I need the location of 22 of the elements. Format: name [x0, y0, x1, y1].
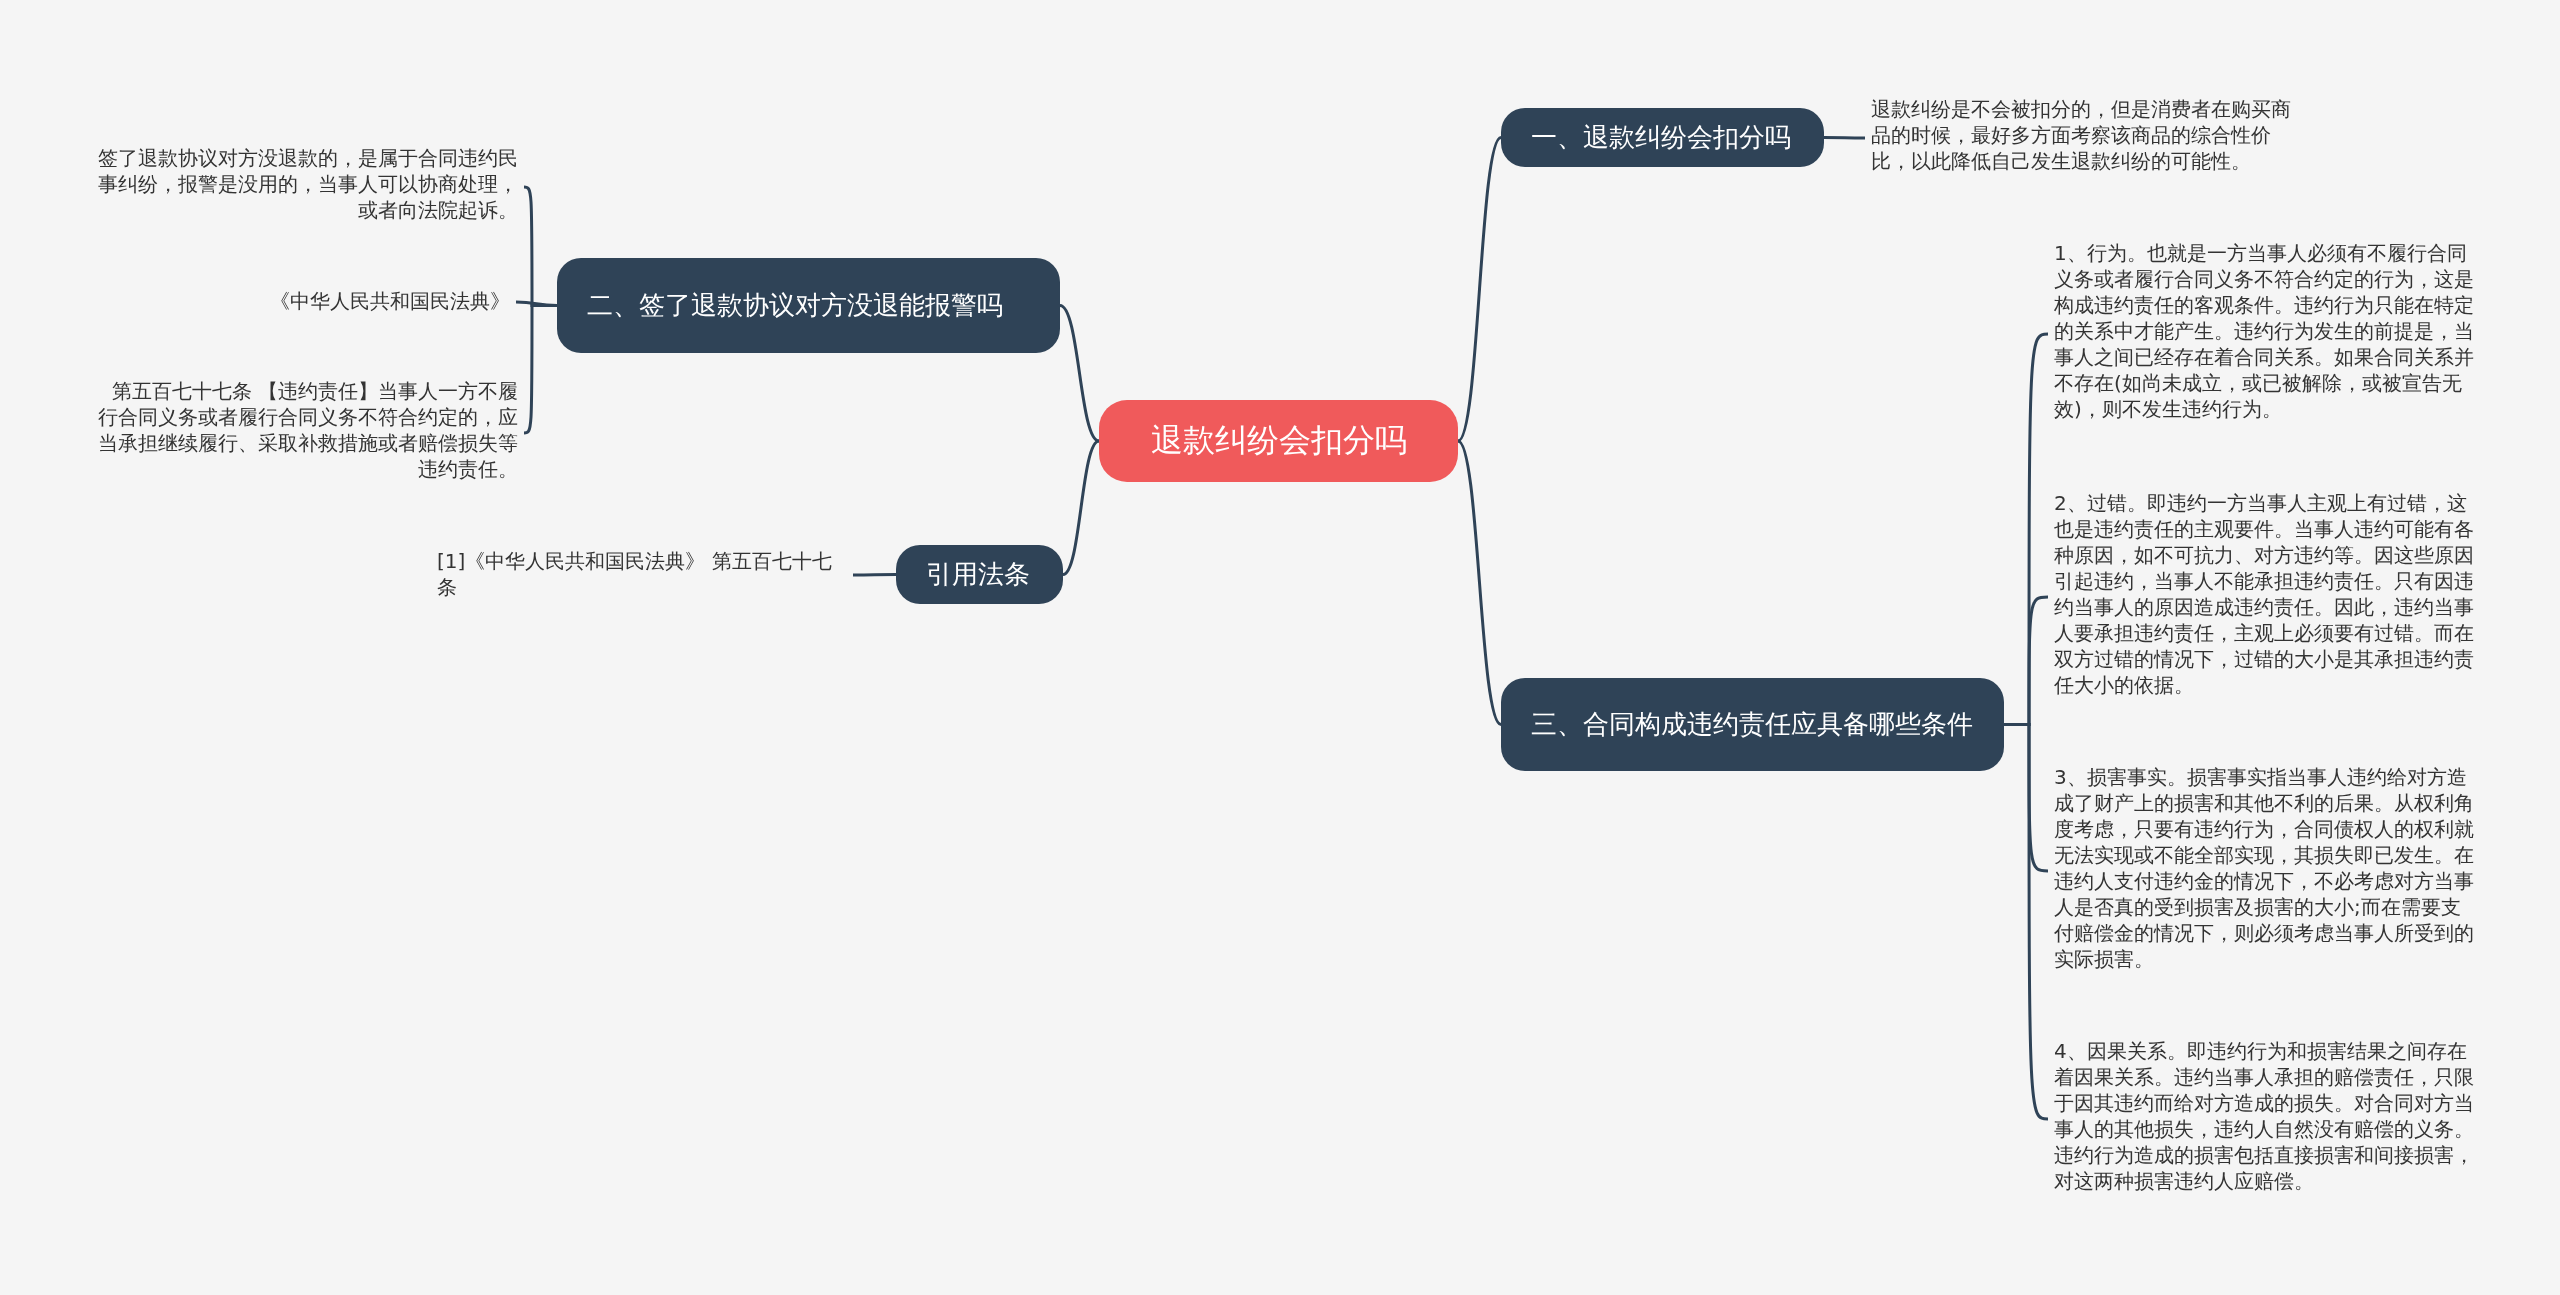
note-text: [1]《中华人民共和国民法典》 第五百七十七条	[437, 548, 847, 602]
topic-box: 引用法条	[896, 545, 1063, 604]
note-text: 2、过错。即违约一方当事人主观上有过错，这也是违约责任的主观要件。当事人违约可能有各种原因，如不可抗力、对方违约等。因这些原因引起违约，当事人不能承担违约责任。只有因违约当事人的原因造成违约责任。因此，违约当事人要承担违约责任，主观上必须要有过错。而在双方过错的情况下，过错的大小是其承担违约责任大小的依据。	[2054, 490, 2474, 704]
connector-line	[523, 304, 557, 435]
connector-line	[1456, 136, 1503, 442]
connector-line	[2004, 723, 2049, 1121]
central-topic-box: 退款纠纷会扣分吗	[1099, 400, 1458, 482]
note-text: 第五百七十七条 【违约责任】当事人一方不履行合同义务或者履行合同义务不符合约定的，应当承担继续履行、采取补救措施或者赔偿损失等违约责任。	[98, 378, 518, 488]
connector-line	[1059, 304, 1100, 443]
connector-line	[1456, 440, 1503, 726]
note-text: 《中华人民共和国民法典》	[98, 288, 510, 316]
topic-box: 一、退款纠纷会扣分吗	[1501, 108, 1824, 167]
note-text: 4、因果关系。即违约行为和损害结果之间存在着因果关系。违约当事人承担的赔偿责任，只限于因其违约而给对方造成的损失。对合同对方当事人的其他损失，违约人自然没有赔偿的义务。违约行为造成的损害包括直接损害和间接损害，对这两种损害违约人应赔偿。	[2054, 1038, 2474, 1200]
connector-line	[853, 573, 896, 577]
topic-box: 二、签了退款协议对方没退能报警吗	[557, 258, 1060, 353]
connector-line	[1062, 439, 1100, 576]
note-text: 1、行为。也就是一方当事人必须有不履行合同义务或者履行合同义务不符合约定的行为，这是构成违约责任的客观条件。违约行为只能在特定的关系中才能产生。违约行为发生的前提是，当事人之间已经存在着合同关系。如果合同关系并不存在(如尚未成立，或已被解除，或被宣告无效)，则不发生违约行为。	[2054, 240, 2474, 428]
note-text: 签了退款协议对方没退款的，是属于合同违约民事纠纷，报警是没用的，当事人可以协商处理，或者向法院起诉。	[98, 145, 518, 229]
note-text: 3、损害事实。损害事实指当事人违约给对方造成了财产上的损害和其他不利的后果。从权利角度考虑，只要有违约行为，合同债权人的权利就无法实现或不能全部实现，其损失即已发生。在违约人支付违约金的情况下，不必考虑对方当事人是否真的受到损害及损害的大小;而在需要支付赔偿金的情况下，则必须考虑当事人所受到的实际损害。	[2054, 764, 2474, 978]
topic-box: 三、合同构成违约责任应具备哪些条件	[1501, 678, 2004, 771]
connector-line	[1824, 136, 1865, 140]
note-text: 退款纠纷是不会被扣分的，但是消费者在购买商品的时候，最好多方面考察该商品的综合性价比，以此降低自己发生退款纠纷的可能性。	[1871, 96, 2295, 180]
